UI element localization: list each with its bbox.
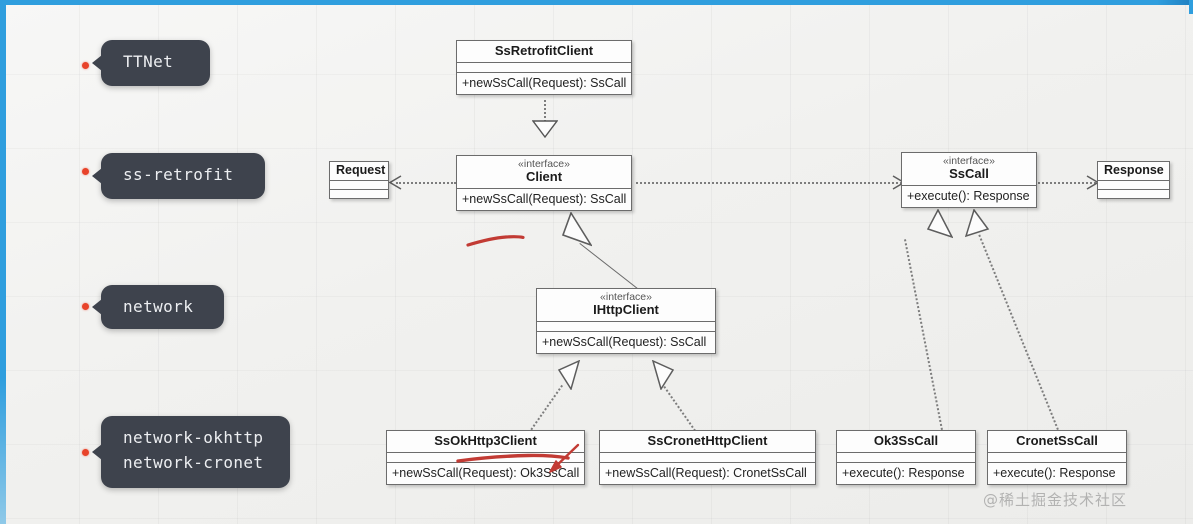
realization-arrowhead-ihttpclient-left: [558, 360, 586, 390]
window-frame-right-edge: [1189, 0, 1193, 14]
class-name-ssretrofitclient: SsRetrofitClient: [494, 43, 594, 58]
class-header-sscall: «interface» SsCall: [902, 153, 1036, 186]
class-header-response: Response: [1098, 162, 1169, 182]
class-stereotype-client: «interface»: [518, 158, 570, 170]
callout-text-network-okhttp: network-okhttp: [123, 428, 264, 447]
class-header-ssretrofitclient: SsRetrofitClient: [457, 41, 631, 63]
class-name-response: Response: [1104, 163, 1164, 177]
connector-client-to-sscall: [636, 182, 902, 184]
class-header-ssokhttp3client: SsOkHttp3Client: [387, 431, 584, 453]
connector-ok3sscall-to-sscall: [903, 239, 943, 430]
class-method-ihttpclient-0: +newSsCall(Request): SsCall: [542, 334, 707, 349]
class-header-ok3sscall: Ok3SsCall: [837, 431, 975, 453]
class-header-ihttpclient: «interface» IHttpClient: [537, 289, 715, 322]
class-box-request[interactable]: Request: [329, 161, 389, 200]
callout-notch-network: [92, 299, 102, 315]
callout-text-ttnet: TTNet: [123, 52, 174, 71]
class-method-ssokhttp3client-0: +newSsCall(Request): Ok3SsCall: [392, 465, 580, 480]
realization-arrowhead-ihttpclient-right: [646, 360, 674, 390]
watermark-text: @稀土掘金技术社区: [983, 491, 1128, 509]
callout-notch-ttnet: [92, 55, 102, 71]
class-name-ok3sscall: Ok3SsCall: [873, 433, 939, 448]
class-header-cronetsscall: CronetSsCall: [988, 431, 1126, 453]
class-box-ssretrofitclient[interactable]: SsRetrofitClient +newSsCall(Request): Ss…: [456, 40, 632, 95]
class-box-sscall[interactable]: «interface» SsCall +execute(): Response: [901, 152, 1037, 208]
class-name-cronetsscall: CronetSsCall: [1016, 433, 1098, 448]
class-methods-compartment-request: [330, 190, 388, 198]
class-box-ssokhttp3client[interactable]: SsOkHttp3Client +newSsCall(Request): Ok3…: [386, 430, 585, 485]
red-annotation-stroke-center: [466, 232, 526, 250]
class-box-response[interactable]: Response: [1097, 161, 1170, 200]
window-frame-top-edge: [0, 0, 1193, 5]
class-header-sscronethttpclient: SsCronetHttpClient: [600, 431, 815, 453]
class-header-client: «interface» Client: [457, 156, 631, 189]
callout-dot-network: [82, 303, 89, 310]
callout-ss-retrofit[interactable]: ss-retrofit: [92, 153, 265, 199]
class-method-client-0: +newSsCall(Request): SsCall: [462, 191, 627, 206]
class-name-ihttpclient: IHttpClient: [593, 302, 659, 318]
class-stereotype-sscall: «interface»: [943, 155, 995, 167]
class-box-cronetsscall[interactable]: CronetSsCall +execute(): Response: [987, 430, 1127, 485]
class-attributes-compartment-ssokhttp3client: [387, 453, 584, 463]
class-name-ssokhttp3client: SsOkHttp3Client: [434, 433, 537, 448]
callout-notch-netimpl: [92, 444, 102, 460]
dependency-arrowhead-request: [388, 175, 402, 190]
class-stereotype-ihttpclient: «interface»: [600, 291, 652, 303]
connector-ssretrofitclient-to-client: [544, 100, 546, 122]
connector-sscall-to-response: [1038, 182, 1096, 184]
class-box-ihttpclient[interactable]: «interface» IHttpClient +newSsCall(Reque…: [536, 288, 716, 354]
callout-dot-netimpl: [82, 449, 89, 456]
callout-notch-ssretrofit: [92, 168, 102, 184]
callout-ttnet[interactable]: TTNet: [92, 40, 210, 86]
class-attributes-compartment-ok3sscall: [837, 453, 975, 463]
class-attributes-compartment-request: [330, 181, 388, 191]
class-box-client[interactable]: «interface» Client +newSsCall(Request): …: [456, 155, 632, 211]
class-name-client: Client: [525, 169, 563, 185]
callout-network[interactable]: network: [92, 285, 224, 329]
class-name-sscronethttpclient: SsCronetHttpClient: [647, 433, 768, 448]
connector-cronetsscall-to-sscall: [978, 234, 1059, 430]
class-method-sscronethttpclient-0: +newSsCall(Request): CronetSsCall: [605, 465, 807, 480]
class-header-request: Request: [330, 162, 388, 182]
window-frame-left-edge: [0, 0, 6, 524]
class-attributes-compartment-ihttpclient: [537, 322, 715, 332]
callout-dot-ttnet: [82, 62, 89, 69]
class-box-sscronethttpclient[interactable]: SsCronetHttpClient +newSsCall(Request): …: [599, 430, 816, 485]
class-methods-compartment-response: [1098, 190, 1169, 198]
callout-dot-ssretrofit: [82, 168, 89, 175]
realization-arrowhead-sscall-right: [965, 209, 991, 239]
callout-text-ssretrofit: ss-retrofit: [123, 165, 234, 184]
class-method-ok3sscall-0: +execute(): Response: [842, 465, 965, 480]
class-method-cronetsscall-0: +execute(): Response: [993, 465, 1116, 480]
class-attributes-compartment-cronetsscall: [988, 453, 1126, 463]
class-box-ok3sscall[interactable]: Ok3SsCall +execute(): Response: [836, 430, 976, 485]
callout-text-network: network: [123, 297, 194, 316]
class-attributes-compartment-sscronethttpclient: [600, 453, 815, 463]
class-name-request: Request: [336, 163, 386, 177]
generalization-arrowhead-client: [562, 212, 592, 248]
class-name-sscall: SsCall: [949, 166, 989, 182]
realization-arrowhead-sscall-left: [927, 209, 953, 239]
connector-client-to-request: [396, 182, 456, 184]
class-method-sscall-0: +execute(): Response: [907, 188, 1030, 203]
callout-text-network-cronet: network-cronet: [123, 452, 264, 472]
class-method-ssretrofitclient-0: +newSsCall(Request): SsCall: [462, 75, 627, 90]
class-attributes-compartment-response: [1098, 181, 1169, 191]
realization-arrowhead-client: [532, 120, 558, 138]
class-attributes-compartment-ssretrofitclient: [457, 63, 631, 73]
callout-network-impls[interactable]: network-okhttp network-cronet: [92, 416, 290, 488]
